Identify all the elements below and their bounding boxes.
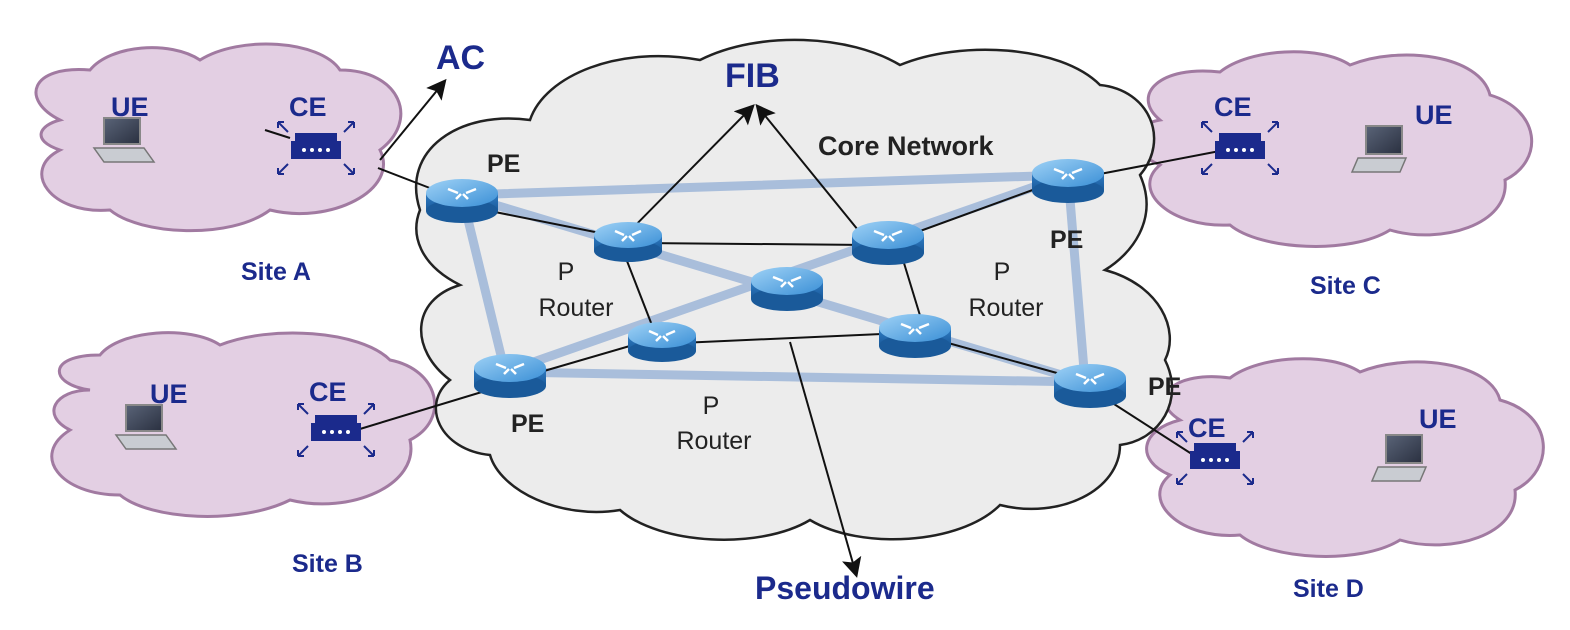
ce-label: CE <box>309 377 347 407</box>
router-label: Router <box>968 294 1043 322</box>
ce-label: CE <box>1214 92 1252 122</box>
pe-label: PE <box>1148 373 1181 401</box>
site-a-cloud <box>34 42 403 233</box>
ce-label: CE <box>1188 413 1226 443</box>
core-network-label: Core Network <box>818 131 995 161</box>
router-label: Router <box>538 294 613 322</box>
router-icon <box>1054 364 1126 408</box>
router-icon <box>879 314 951 358</box>
site-d-label: Site D <box>1293 575 1364 603</box>
ce-device-icon <box>1176 431 1254 485</box>
site-c-cloud <box>1134 50 1534 248</box>
laptop-icon <box>114 404 178 450</box>
pe-label: PE <box>1050 226 1083 254</box>
router-icon <box>474 354 546 398</box>
site-d-cloud <box>1145 357 1545 558</box>
p-label: P <box>994 258 1011 286</box>
pe-label: PE <box>511 410 544 438</box>
router-icon <box>426 179 498 223</box>
ce-label: CE <box>289 92 327 122</box>
ce-device-icon <box>1201 121 1279 175</box>
pe-label: PE <box>487 150 520 178</box>
router-icon <box>628 322 696 362</box>
ue-label: UE <box>1415 100 1453 130</box>
ue-label: UE <box>111 92 149 122</box>
ue-label: UE <box>1419 404 1457 434</box>
site-b-label: Site B <box>292 550 363 578</box>
router-label: Router <box>676 427 751 455</box>
router-icon <box>1032 159 1104 203</box>
site-c-label: Site C <box>1310 272 1381 300</box>
ce-device-icon <box>277 121 355 175</box>
laptop-icon <box>1350 125 1408 173</box>
ue-label: UE <box>150 379 188 409</box>
laptop-icon <box>1370 434 1428 482</box>
site-b-cloud <box>50 331 437 518</box>
site-a-label: Site A <box>241 258 311 286</box>
fib-label: FIB <box>725 57 780 95</box>
ce-device-icon <box>297 403 375 457</box>
ac-label: AC <box>436 39 485 77</box>
router-icon <box>852 221 924 265</box>
laptop-icon <box>92 117 156 163</box>
pseudowire-label: Pseudowire <box>755 570 935 606</box>
p-label: P <box>558 258 575 286</box>
router-icon <box>751 267 823 311</box>
p-label: P <box>703 392 720 420</box>
router-icon <box>594 222 662 262</box>
arrow-icon <box>379 78 862 578</box>
